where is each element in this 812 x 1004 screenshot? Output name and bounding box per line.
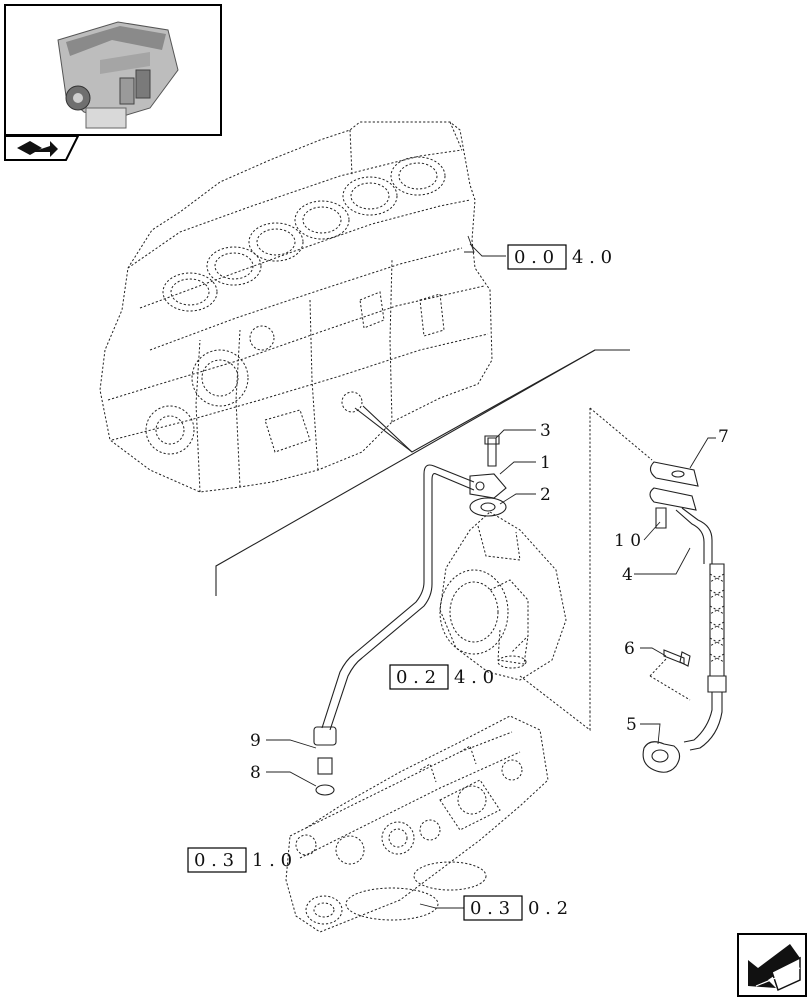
callout-6: 6 xyxy=(624,639,635,659)
next-page-arrow-icon xyxy=(748,944,801,992)
reference-0240-rest: 4 . 0 xyxy=(454,667,494,688)
reference-0302-rest: 0 . 2 xyxy=(528,898,568,919)
engine-thumbnail-icon xyxy=(57,21,179,129)
reference-0040[interactable]: 0 . 0 4 . 0 xyxy=(507,244,612,270)
reference-0302-boxed: 0 . 3 xyxy=(470,898,510,919)
reference-0040-rest: 4 . 0 xyxy=(572,247,612,268)
reference-0310-boxed: 0 . 3 xyxy=(194,850,234,871)
oil-return-pipe xyxy=(642,461,727,773)
callout-2: 2 xyxy=(540,485,551,505)
cutaway-guide-lines xyxy=(215,349,630,596)
book-nav-button[interactable] xyxy=(4,135,80,161)
reference-0302[interactable]: 0 . 3 0 . 2 xyxy=(463,895,568,921)
callout-8: 8 xyxy=(250,763,261,783)
next-page-button[interactable] xyxy=(737,933,807,997)
callout-leaders xyxy=(266,235,716,909)
turbocharger-drawing xyxy=(439,511,567,681)
engine-block-drawing xyxy=(99,121,493,493)
reference-0040-boxed: 0 . 0 xyxy=(514,247,554,268)
callout-3: 3 xyxy=(540,421,551,441)
reference-0240[interactable]: 0 . 2 4 . 0 xyxy=(389,664,494,690)
callout-9: 9 xyxy=(250,731,261,751)
callout-5: 5 xyxy=(626,715,637,735)
oil-filter-housing-drawing xyxy=(285,715,549,933)
oil-feed-pipe xyxy=(313,435,507,796)
reference-0240-boxed: 0 . 2 xyxy=(396,667,436,688)
callout-7: 7 xyxy=(718,427,729,447)
reference-0310[interactable]: 0 . 3 1 . 0 xyxy=(187,847,292,873)
callout-numbers: 3 1 2 7 1 0 4 6 5 9 8 xyxy=(250,421,729,783)
alignment-lines xyxy=(519,407,691,732)
engine-thumbnail[interactable] xyxy=(4,4,222,136)
reference-0310-rest: 1 . 0 xyxy=(252,850,292,871)
callout-10: 1 0 xyxy=(614,531,641,551)
book-arrow-icon xyxy=(17,141,58,157)
callout-1: 1 xyxy=(540,453,551,473)
callout-4: 4 xyxy=(622,565,633,585)
